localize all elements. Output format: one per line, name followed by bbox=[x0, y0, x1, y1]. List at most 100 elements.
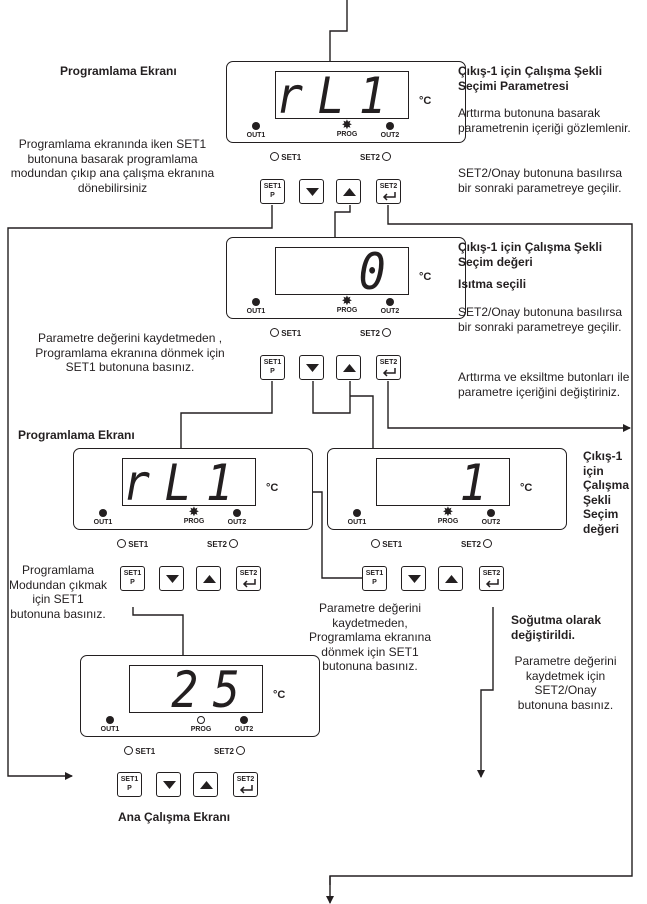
up-button[interactable] bbox=[438, 566, 463, 591]
down-arrow-icon bbox=[408, 575, 421, 583]
down-button[interactable] bbox=[156, 772, 181, 797]
up-button[interactable] bbox=[196, 566, 221, 591]
lcd-display: 1 bbox=[376, 456, 510, 510]
down-button[interactable] bbox=[299, 355, 324, 380]
caption-heating-selected: Isıtma seçili bbox=[458, 277, 527, 291]
unit-label: °C bbox=[273, 689, 286, 701]
out1-indicator: OUT1 bbox=[337, 509, 377, 527]
out1-indicator: OUT1 bbox=[236, 122, 276, 140]
display-value: 0 bbox=[358, 243, 400, 301]
caption-param-title: Çıkış-1 için Çalışma Şekli Seçimi Parame… bbox=[458, 64, 603, 93]
set1-led-icon bbox=[270, 152, 279, 161]
set2-led-icon bbox=[382, 328, 392, 337]
connector-p2-down-up-to-p4 bbox=[312, 381, 374, 450]
out1-indicator: OUT1 bbox=[83, 509, 123, 527]
prog-indicator: ✸PROG bbox=[327, 117, 367, 139]
display-panel-value-heating: 0 °C OUT1 ✸PROG OUT2 bbox=[226, 237, 466, 319]
note-exit-program-mode: Programlama Modundan çıkmak için SET1 bu… bbox=[8, 563, 108, 621]
connector-p4-set2-down bbox=[477, 607, 494, 778]
out1-indicator: OUT1 bbox=[236, 298, 276, 316]
up-button[interactable] bbox=[193, 772, 218, 797]
out2-indicator: OUT2 bbox=[224, 716, 264, 734]
up-arrow-icon bbox=[343, 188, 356, 196]
note-set1-return-nosave-2: Parametre değerini kaydetmeden, Programl… bbox=[308, 601, 432, 673]
up-arrow-icon bbox=[343, 364, 356, 372]
connector-p2-set2-right bbox=[387, 381, 631, 432]
set2-enter-button[interactable]: SET2 bbox=[233, 772, 258, 797]
caption-value-title-cooling: Çıkış-1 için Çalışma Şekli Seçim değeri bbox=[583, 449, 630, 536]
display-value: rL1 bbox=[122, 454, 247, 512]
up-arrow-icon bbox=[203, 575, 216, 583]
down-arrow-icon bbox=[306, 364, 319, 372]
out2-indicator: OUT2 bbox=[471, 509, 511, 527]
down-button[interactable] bbox=[401, 566, 426, 591]
set2-enter-button[interactable]: SET2 bbox=[479, 566, 504, 591]
note-set1-return-nosave: Parametre değerini kaydetmeden , Program… bbox=[35, 331, 225, 374]
blink-icon: ✸ bbox=[442, 504, 454, 519]
note-set2-save: Parametre değerini kaydetmek için SET2/O… bbox=[514, 654, 617, 712]
out2-indicator: OUT2 bbox=[370, 298, 410, 316]
out2-indicator: OUT2 bbox=[217, 509, 257, 527]
caption-main-screen: Ana Çalışma Ekranı bbox=[118, 810, 231, 824]
note-increase-observe: Arttırma butonuna basarak parametrenin i… bbox=[458, 106, 631, 135]
lcd-display: rL1 bbox=[122, 456, 256, 510]
out2-indicator: OUT2 bbox=[370, 122, 410, 140]
set2-enter-button[interactable]: SET2 bbox=[376, 179, 401, 204]
set-leds: SET1 SET2 bbox=[270, 328, 410, 340]
set1-led-icon bbox=[270, 328, 279, 337]
up-button[interactable] bbox=[336, 355, 361, 380]
enter-icon bbox=[242, 579, 256, 588]
out1-indicator: OUT1 bbox=[90, 716, 130, 734]
set2-enter-button[interactable]: SET2 bbox=[376, 355, 401, 380]
caption-programming-screen-top: Programlama Ekranı bbox=[60, 64, 177, 78]
set2-led-icon bbox=[236, 746, 246, 755]
unit-label: °C bbox=[520, 482, 533, 494]
display-panel-value-cooling: 1 °C OUT1 ✸PROG OUT2 bbox=[327, 448, 567, 530]
display-value: 25 bbox=[171, 661, 254, 719]
up-arrow-icon bbox=[445, 575, 458, 583]
set-leds: SET1 SET2 bbox=[117, 539, 257, 551]
connector-set1-to-main bbox=[7, 205, 273, 780]
down-arrow-icon bbox=[166, 575, 179, 583]
blink-icon: ✸ bbox=[341, 293, 353, 308]
set-leds: SET1 SET2 bbox=[270, 152, 410, 164]
set1-led-icon bbox=[371, 539, 380, 548]
prog-indicator: ✸PROG bbox=[174, 505, 214, 526]
blink-icon: ✸ bbox=[341, 117, 353, 132]
set2-led-icon bbox=[483, 539, 493, 548]
set-leds: SET1 SET2 bbox=[124, 746, 264, 758]
lcd-display: 0 bbox=[275, 245, 409, 299]
prog-indicator: ✸PROG bbox=[428, 504, 468, 526]
connector-up-to-p2 bbox=[334, 205, 351, 237]
display-value: rL1 bbox=[275, 67, 400, 125]
down-button[interactable] bbox=[299, 179, 324, 204]
down-arrow-icon bbox=[163, 781, 176, 789]
caption-value-title: Çıkış-1 için Çalışma Şekli Seçim değeri bbox=[458, 240, 603, 269]
connector-top-in bbox=[329, 0, 348, 62]
unit-label: °C bbox=[419, 271, 432, 283]
display-panel-programming-return: rL1 °C OUT1 ✸PROG OUT2 bbox=[73, 448, 313, 530]
enter-icon bbox=[239, 785, 253, 794]
down-button[interactable] bbox=[159, 566, 184, 591]
set1-led-icon bbox=[117, 539, 126, 548]
set1-led-icon bbox=[124, 746, 133, 755]
enter-icon bbox=[485, 579, 499, 588]
caption-changed-to-cooling: Soğutma olarak değiştirildi. bbox=[511, 613, 602, 642]
set2-enter-button[interactable]: SET2 bbox=[236, 566, 261, 591]
prog-indicator: ✸PROG bbox=[327, 293, 367, 315]
up-button[interactable] bbox=[336, 179, 361, 204]
enter-icon bbox=[382, 192, 396, 201]
display-value: 1 bbox=[459, 454, 501, 512]
display-panel-programming: rL1 °C OUT1 ✸PROG OUT2 bbox=[226, 61, 466, 143]
